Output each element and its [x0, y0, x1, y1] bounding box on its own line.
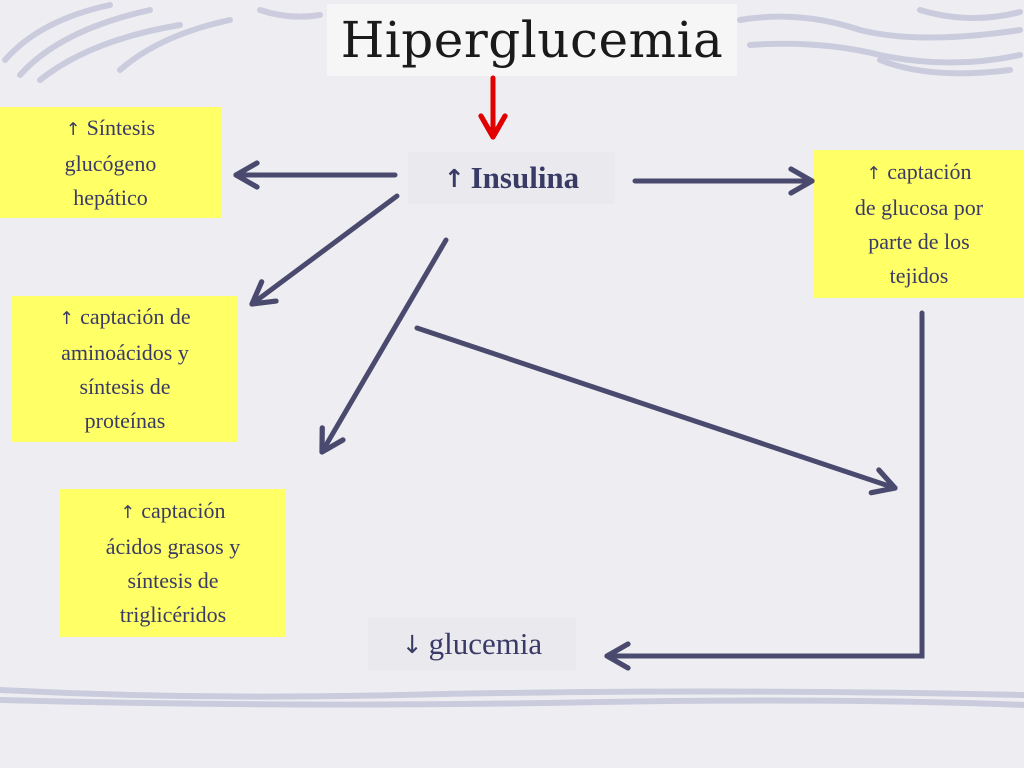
box-line: tejidos [889, 263, 949, 288]
amino-acid-uptake-box: ↑captación de aminoácidos y síntesis de … [12, 296, 238, 442]
up-arrow-icon: ↑ [120, 503, 136, 523]
box-line: captación [141, 498, 226, 523]
box-line: triglicéridos [119, 602, 227, 627]
box-line: de glucosa por [854, 195, 984, 220]
up-arrow-icon: ↑ [443, 163, 465, 193]
page-title: Hiperglucemia [340, 11, 724, 69]
fatty-acid-uptake-box: ↑captación ácidos grasos y síntesis de t… [60, 489, 286, 637]
glucose-uptake-box: ↑captación de glucosa por parte de los t… [814, 150, 1024, 298]
glycemia-label: glucemia [428, 626, 543, 661]
box-line: Síntesis [86, 114, 156, 140]
box-line: ácidos grasos y [105, 534, 241, 559]
down-arrow-icon: ↓ [401, 629, 423, 659]
box-line: captación [887, 159, 972, 184]
insulin-label: Insulina [470, 160, 580, 195]
box-line: hepático [73, 184, 148, 210]
box-line: glucógeno [64, 150, 157, 176]
up-arrow-icon: ↑ [866, 164, 882, 184]
box-line: síntesis de [127, 568, 219, 593]
box-line: parte de los [868, 229, 970, 254]
box-line: síntesis de [79, 374, 171, 399]
box-line: proteínas [84, 408, 166, 433]
title-box: Hiperglucemia [327, 4, 737, 76]
box-line: captación de [80, 304, 191, 329]
insulin-box: ↑ Insulina [408, 152, 615, 204]
glycogen-synthesis-box: ↑Síntesis glucógeno hepático [0, 107, 221, 218]
glycemia-box: ↓ glucemia [368, 618, 576, 670]
box-line: aminoácidos y [61, 340, 189, 365]
up-arrow-icon: ↑ [65, 119, 81, 140]
up-arrow-icon: ↑ [59, 309, 75, 329]
